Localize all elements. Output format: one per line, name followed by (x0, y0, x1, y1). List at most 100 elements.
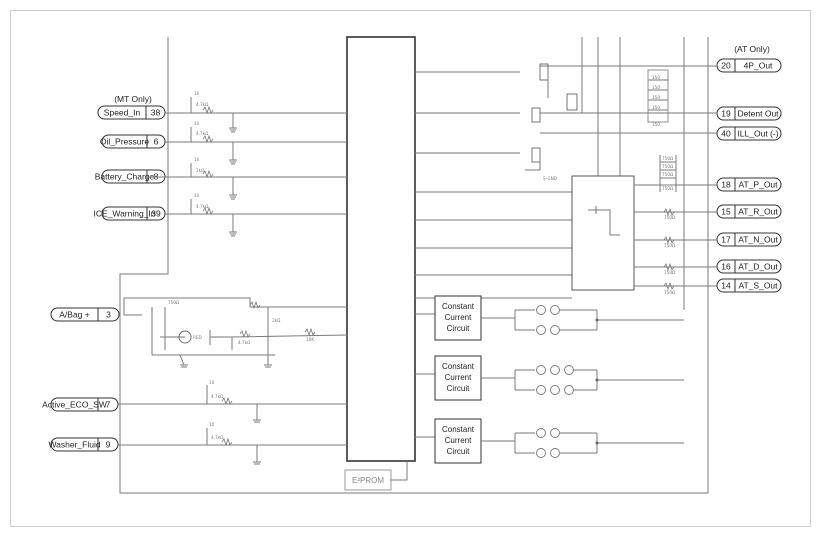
left-pin-number: 3 (106, 310, 111, 320)
svg-text:750Ω: 750Ω (664, 270, 676, 275)
svg-text:4.7kΩ: 4.7kΩ (196, 204, 209, 209)
svg-text:750Ω: 750Ω (662, 164, 674, 169)
left-pin-number: 6 (154, 137, 159, 147)
ccc-label: Current (445, 373, 472, 382)
svg-text:750Ω: 750Ω (662, 156, 674, 161)
ccc-label: Circuit (447, 447, 470, 456)
right-pin-number: 14 (721, 281, 731, 291)
ccc-label: Circuit (447, 324, 470, 333)
right-pin-number: 20 (721, 61, 731, 71)
svg-text:4.7kΩ: 4.7kΩ (196, 131, 209, 136)
left-pin-label: Active_ECO_SW (42, 400, 107, 410)
right-pin-label: AT_D_Out (738, 262, 778, 272)
svg-text:750Ω: 750Ω (662, 186, 674, 191)
svg-text:750Ω: 750Ω (662, 172, 674, 177)
airbag-circuit: RED 10K 2kΩ 4.7kΩ 750Ω (123, 297, 348, 368)
right-pin: 14 AT_S_Out (716, 278, 782, 293)
left-pin: Active_ECO_SW7 (42, 397, 119, 412)
at-driver-block (571, 175, 635, 291)
ccc-label: Current (445, 313, 472, 322)
right-pin: 18 AT_P_Out (716, 177, 782, 192)
svg-text:10: 10 (194, 157, 200, 162)
right-pin-label: AT_P_Out (738, 180, 778, 190)
left-pin-number: 9 (106, 440, 111, 450)
right-pin: 20 4P_Out (716, 58, 782, 73)
ccc-label: Constant (442, 362, 475, 371)
constant-current-circuits: ConstantCurrentCircuitConstantCurrentCir… (415, 295, 684, 464)
ccc-label: Constant (442, 302, 475, 311)
right-pin-label: ILL_Out (-) (737, 129, 778, 139)
eco-washer-circuits: 10 10 4.7kΩ 4.7kΩ (118, 380, 347, 465)
right-pin-number: 19 (721, 109, 731, 119)
right-pin-label: AT_N_Out (738, 235, 778, 245)
left-pin: A/Bag + 3 (50, 307, 120, 322)
left-pin-label: A/Bag + (59, 310, 90, 320)
svg-text:S-GND: S-GND (543, 176, 557, 181)
svg-text:750Ω: 750Ω (664, 243, 676, 248)
at-only-header: (AT Only) (734, 44, 770, 54)
svg-text:10: 10 (194, 193, 200, 198)
right-pin: 17 AT_N_Out (716, 232, 782, 247)
svg-text:10: 10 (209, 380, 215, 385)
left-pin: Washer_Fluid 9 (48, 437, 119, 452)
eeprom-wire (391, 461, 408, 481)
right-connector-pins: 20 4P_Out 19 Detent Out 40 ILL_Out (-) 18 AT_P_… (716, 58, 782, 293)
ccc-label: Circuit (447, 384, 470, 393)
svg-text:2kΩ: 2kΩ (272, 318, 281, 323)
svg-text:4.7kΩ: 4.7kΩ (211, 394, 224, 399)
svg-text:10: 10 (194, 91, 200, 96)
left-pin-label: Speed_In (104, 108, 141, 118)
svg-text:150: 150 (652, 105, 660, 110)
right-pin-number: 18 (721, 180, 731, 190)
right-pin: 15 AT_R_Out (716, 204, 782, 219)
svg-text:10K: 10K (306, 337, 314, 342)
left-input-circuits: 10 10 10 10 4.7kΩ 4.7kΩ 2kΩ 4.7kΩ (148, 91, 347, 237)
left-pin-number: 7 (106, 400, 111, 410)
main-ic-block (346, 36, 416, 462)
right-pin: 40 ILL_Out (-) (716, 126, 782, 141)
svg-text:10: 10 (209, 422, 215, 427)
left-pin-label: Battery_Charge (95, 172, 155, 182)
right-pin-number: 40 (721, 129, 731, 139)
svg-text:10: 10 (194, 121, 200, 126)
ccc-label: Constant (442, 425, 475, 434)
svg-text:RED: RED (193, 335, 202, 340)
svg-text:2kΩ: 2kΩ (196, 168, 205, 173)
svg-text:750Ω: 750Ω (168, 300, 180, 305)
right-pin-number: 15 (721, 207, 731, 217)
left-pin: Oil_Pressure 6 (100, 134, 166, 149)
mt-only-header: (MT Only) (114, 94, 152, 104)
svg-text:150: 150 (652, 122, 660, 127)
right-pin-number: 16 (721, 262, 731, 272)
eeprom-label: E²PROM (352, 476, 384, 485)
right-pin-label: AT_R_Out (738, 207, 778, 217)
svg-text:4.7kΩ: 4.7kΩ (238, 340, 251, 345)
right-pin-number: 17 (721, 235, 731, 245)
module-outline (119, 37, 709, 494)
left-pin-label: Oil_Pressure (100, 137, 149, 147)
left-pin: Speed_In 38 (97, 105, 166, 120)
right-pin: 16 AT_D_Out (716, 259, 782, 274)
right-pin-label: AT_S_Out (738, 281, 778, 291)
left-pin-label: ICE_Warning_In (93, 209, 155, 219)
right-output-circuits: S-GND 150 150 150 150 150 750Ω 750Ω 750Ω… (415, 37, 717, 310)
ccc-label: Current (445, 436, 472, 445)
right-pin-label: 4P_Out (744, 61, 773, 71)
svg-text:4.7kΩ: 4.7kΩ (211, 435, 224, 440)
left-pin-number: 39 (151, 209, 161, 219)
svg-text:750Ω: 750Ω (664, 215, 676, 220)
left-pin-label: Washer_Fluid (48, 440, 100, 450)
right-pin-label: Detent Out (737, 109, 779, 119)
svg-text:150: 150 (652, 85, 660, 90)
svg-text:150: 150 (652, 95, 660, 100)
svg-text:4.7kΩ: 4.7kΩ (196, 102, 209, 107)
left-pin-number: 38 (151, 108, 161, 118)
svg-text:750Ω: 750Ω (664, 290, 676, 295)
svg-text:150: 150 (652, 75, 660, 80)
